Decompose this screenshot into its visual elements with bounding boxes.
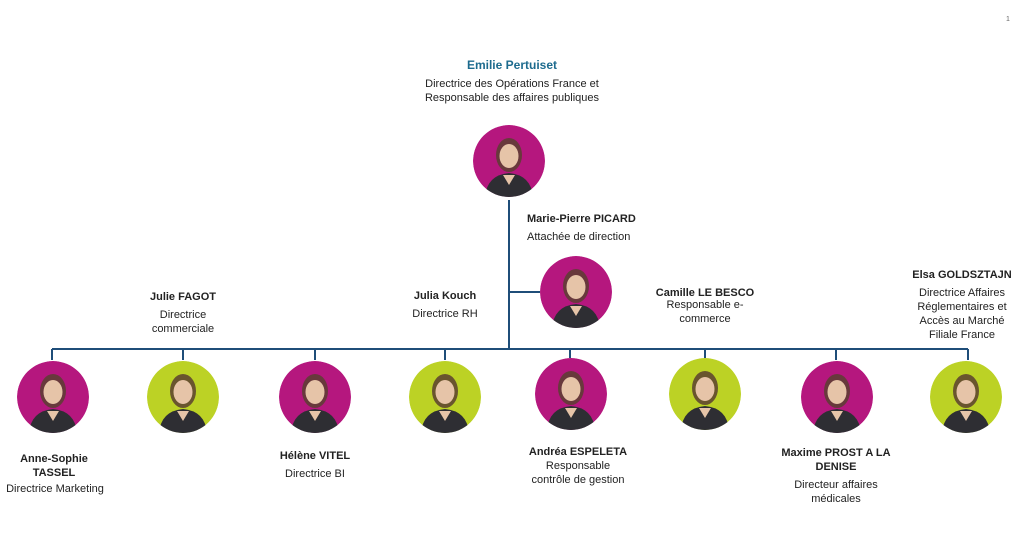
- top-role: Directrice des Opérations France et Resp…: [424, 78, 600, 104]
- team-role: Directrice BI: [285, 468, 345, 480]
- team-photo: [535, 358, 607, 430]
- team-photo: [669, 358, 741, 430]
- team-name: Hélène VITEL: [279, 450, 351, 462]
- team-name: Andréa ESPELETA: [528, 446, 628, 458]
- team-name: Anne-Sophie TASSEL: [20, 453, 88, 479]
- team-name: Elsa GOLDSZTAJN: [912, 269, 1012, 281]
- top-photo: [473, 125, 545, 197]
- team-role: Responsable contrôle de gestion: [531, 460, 625, 486]
- team-photo: [279, 361, 351, 433]
- team-name: Camille LE BESCO: [655, 287, 755, 299]
- team-role: Directrice commerciale: [151, 309, 215, 335]
- team-name: Julie FAGOT: [149, 291, 216, 303]
- assistant-name: Marie-Pierre PICARD: [527, 213, 636, 225]
- team-role: Directrice RH: [412, 308, 478, 320]
- team-name: Maxime PROST A LA DENISE: [781, 447, 891, 473]
- assistant-photo: [540, 256, 612, 328]
- team-role: Directrice Marketing: [6, 483, 104, 495]
- team-role: Directeur affaires médicales: [794, 479, 878, 505]
- team-photo: [17, 361, 89, 433]
- team-photo: [801, 361, 873, 433]
- team-role: Responsable e-commerce: [666, 299, 744, 325]
- page-number: 1: [1006, 16, 1010, 23]
- top-name: Emilie Pertuiset: [466, 58, 558, 72]
- team-photo: [930, 361, 1002, 433]
- team-photo: [147, 361, 219, 433]
- team-role: Directrice Affaires Réglementaires et Ac…: [917, 287, 1007, 341]
- team-name: Julia Kouch: [413, 290, 477, 302]
- team-photo: [409, 361, 481, 433]
- assistant-role: Attachée de direction: [527, 231, 631, 243]
